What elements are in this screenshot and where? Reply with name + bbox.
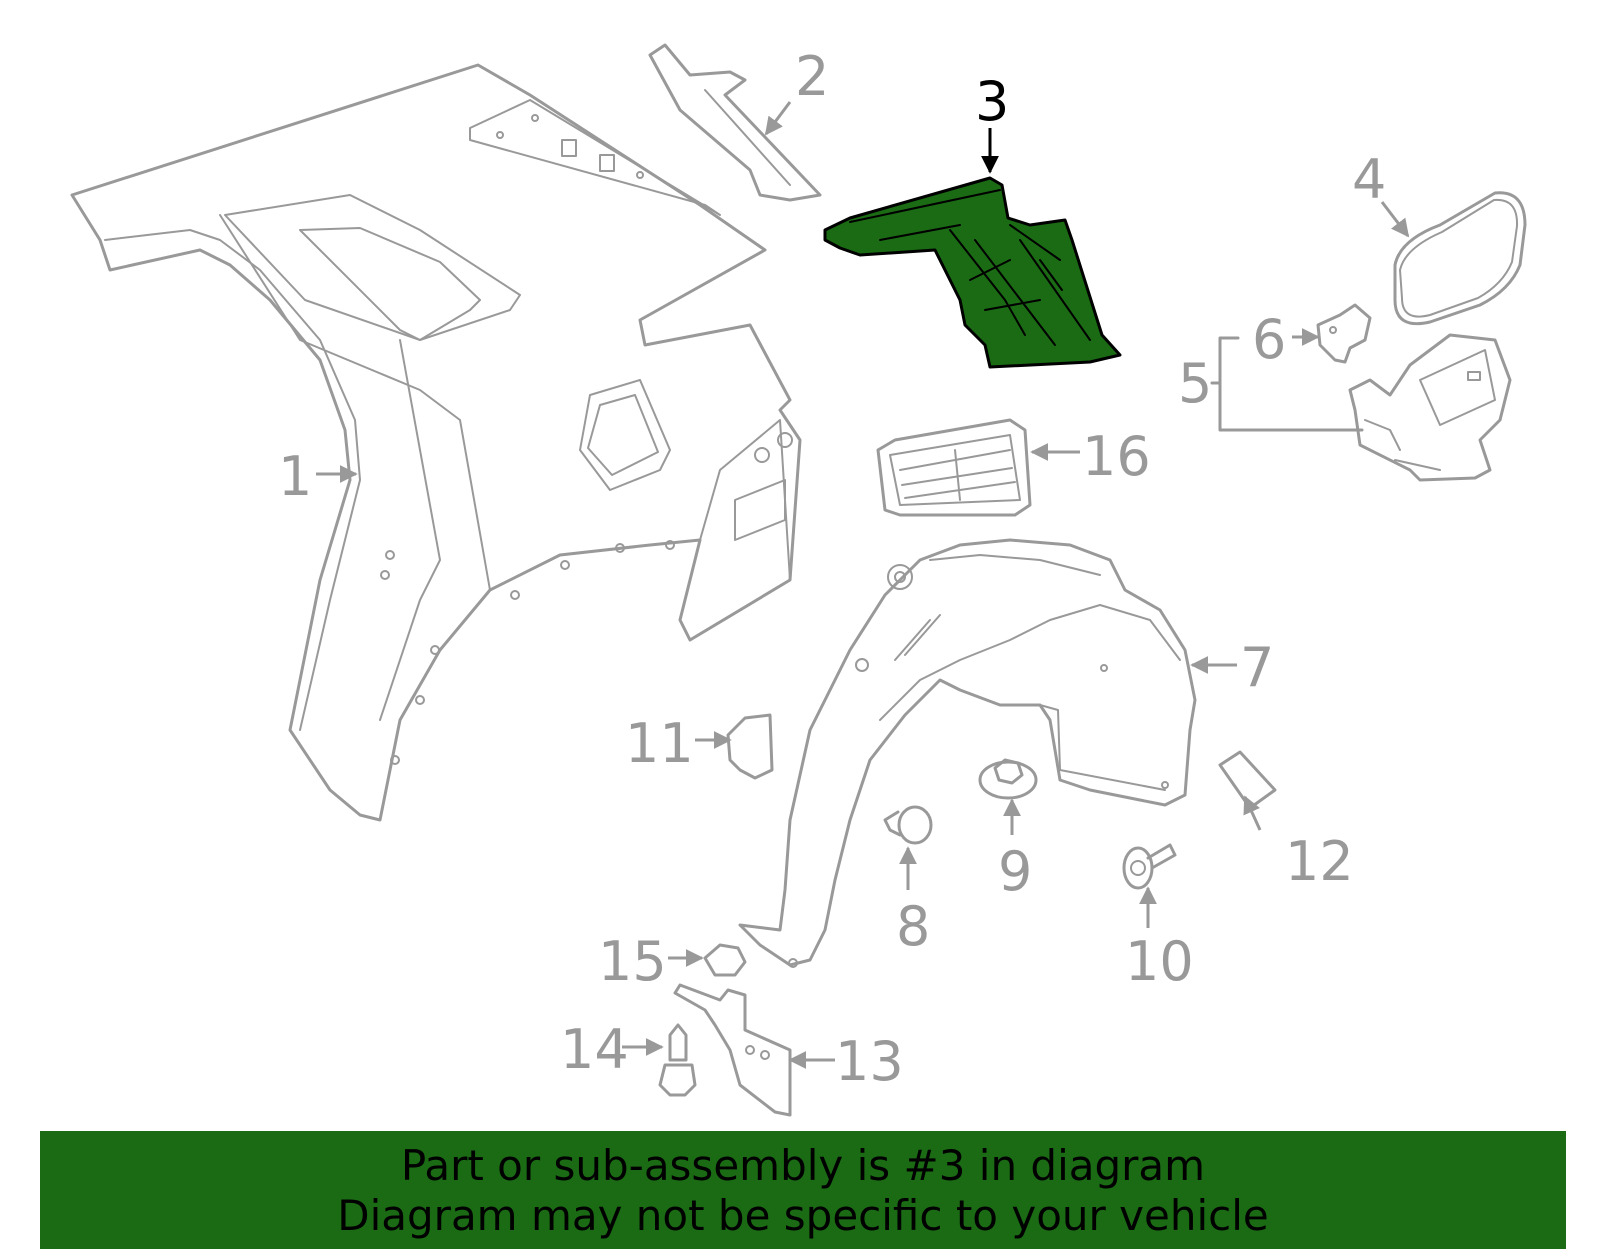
part-2-bracket (648, 43, 822, 202)
part-14-bolt (658, 1023, 697, 1097)
part-1-quarter-panel (70, 63, 802, 822)
part-12-pad (1218, 750, 1277, 810)
part-5-fuel-housing (1348, 333, 1512, 482)
label-12: 12 (1285, 830, 1354, 893)
banner-line-1: Part or sub-assembly is #3 in diagram (400, 1141, 1206, 1190)
part-10-screw (1122, 843, 1177, 890)
label-7: 7 (1240, 636, 1274, 699)
label-4: 4 (1352, 148, 1386, 211)
part-8-push-pin (883, 805, 933, 845)
part-7-wheelhouse-liner (738, 538, 1197, 968)
leader-lines (316, 101, 1410, 1069)
part-9-nut (978, 758, 1038, 800)
label-1: 1 (278, 445, 312, 508)
part-4-fuel-door (1393, 191, 1527, 326)
label-3: 3 (975, 70, 1009, 133)
bracket-5 (1210, 336, 1364, 432)
label-13: 13 (835, 1030, 904, 1093)
label-11: 11 (625, 712, 694, 775)
label-14: 14 (560, 1018, 629, 1081)
part-13-bracket (673, 983, 792, 1117)
part-3-reinforcement-highlighted (823, 176, 1122, 369)
label-15: 15 (598, 930, 667, 993)
disclaimer-banner: Part or sub-assembly is #3 in diagram Di… (40, 1131, 1566, 1249)
label-16: 16 (1082, 425, 1151, 488)
label-8: 8 (896, 895, 930, 958)
label-5: 5 (1178, 352, 1212, 415)
label-10: 10 (1125, 930, 1194, 993)
label-6: 6 (1252, 308, 1286, 371)
part-15-plug (703, 943, 747, 977)
part-16-vent (876, 418, 1032, 517)
part-11-clip (726, 713, 774, 780)
label-9: 9 (998, 840, 1032, 903)
label-2: 2 (795, 45, 829, 108)
part-6-clip (1316, 303, 1372, 364)
banner-line-2: Diagram may not be specific to your vehi… (337, 1191, 1269, 1240)
